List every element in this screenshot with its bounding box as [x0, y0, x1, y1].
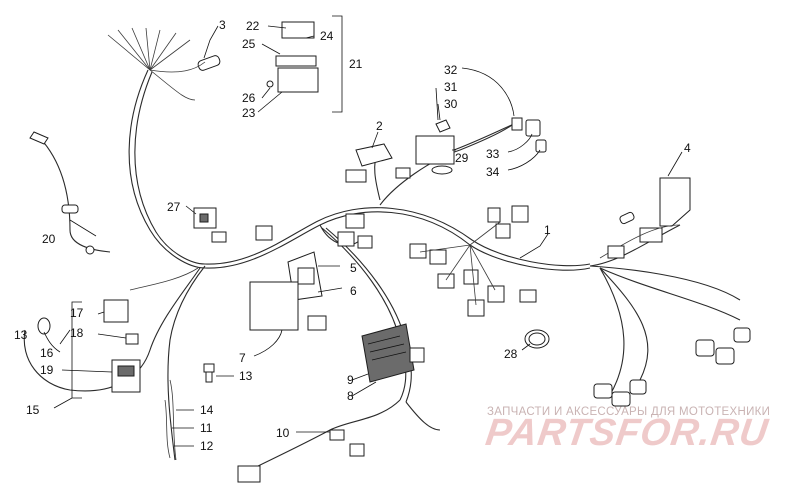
- callout-32: 32: [444, 63, 458, 77]
- callout-31: 31: [444, 80, 458, 94]
- starter-relay-15-19: [37, 299, 141, 399]
- callout-8: 8: [347, 389, 354, 403]
- wires-11-12-14: [164, 379, 177, 461]
- callout-13a: 13: [14, 328, 28, 342]
- relay-assembly-21: [266, 15, 343, 113]
- callout-labels: 3 22 24 25 21 26 23 2 32 31 30 29 33 34 …: [14, 18, 691, 453]
- callout-2: 2: [376, 119, 383, 133]
- callout-1: 1: [544, 223, 551, 237]
- regulator-8-9: [361, 323, 425, 383]
- callout-34: 34: [486, 165, 500, 179]
- watermark-brand: PARTSFOR.RU: [483, 412, 771, 454]
- watermark-subtitle: ЗАПЧАСТИ И АКСЕССУАРЫ ДЛЯ МОТОТЕХНИКИ: [487, 406, 771, 418]
- callout-5: 5: [350, 261, 357, 275]
- bracket-4: [599, 177, 691, 259]
- callout-10: 10: [276, 426, 290, 440]
- callout-21: 21: [349, 57, 363, 71]
- callout-23: 23: [242, 106, 256, 120]
- connector-27: [193, 207, 227, 243]
- callout-24: 24: [320, 29, 334, 43]
- harness-10: [237, 399, 441, 483]
- callout-12: 12: [200, 439, 214, 453]
- callout-22: 22: [246, 19, 260, 33]
- callout-16: 16: [40, 346, 54, 360]
- callout-17: 17: [70, 306, 84, 320]
- bracket-2: [345, 143, 411, 183]
- module-29: [415, 117, 547, 175]
- callout-6: 6: [350, 284, 357, 298]
- callout-25: 25: [242, 37, 256, 51]
- callout-27: 27: [167, 200, 181, 214]
- callout-15: 15: [26, 403, 40, 417]
- callout-29: 29: [455, 151, 469, 165]
- callout-30: 30: [444, 97, 458, 111]
- callout-13b: 13: [239, 369, 253, 383]
- callout-19: 19: [40, 363, 54, 377]
- callout-33: 33: [486, 147, 500, 161]
- callout-9: 9: [347, 373, 354, 387]
- ground-wire-20: [29, 131, 95, 255]
- callout-26: 26: [242, 91, 256, 105]
- clamp-28: [524, 329, 550, 349]
- callout-4: 4: [684, 141, 691, 155]
- leader-lines: [43, 25, 683, 447]
- connector-bundle-3: [107, 27, 221, 101]
- callout-14: 14: [200, 403, 214, 417]
- callout-3: 3: [219, 18, 226, 32]
- right-connectors: [519, 267, 751, 407]
- callout-7: 7: [239, 351, 246, 365]
- cdi-box-7: [249, 281, 327, 331]
- callout-18: 18: [70, 326, 84, 340]
- callout-11: 11: [200, 421, 213, 435]
- callout-28: 28: [504, 347, 518, 361]
- bolt-13: [203, 363, 215, 383]
- callout-20: 20: [42, 232, 56, 246]
